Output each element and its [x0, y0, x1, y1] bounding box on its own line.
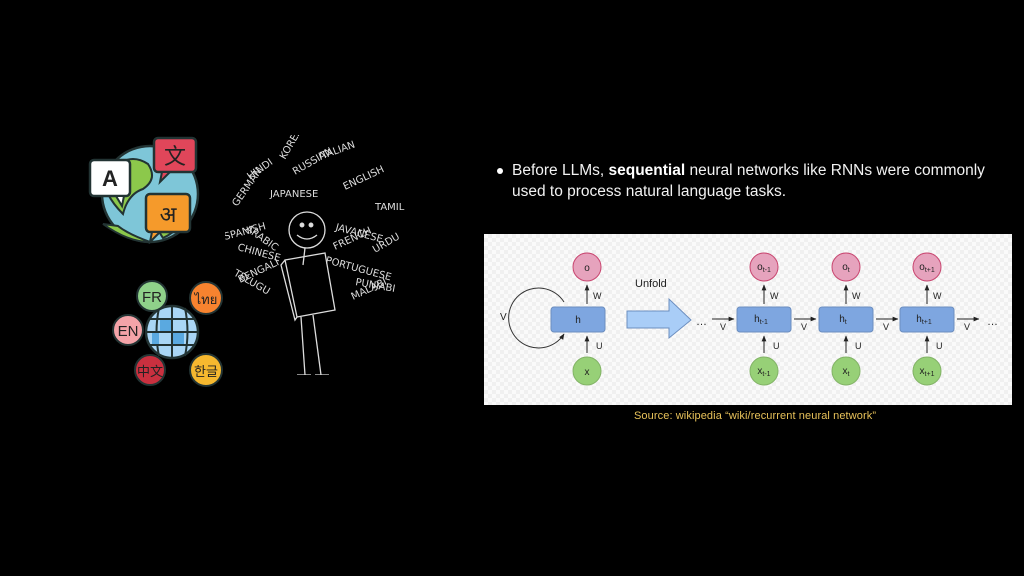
bubble-zh: 中文	[134, 354, 166, 386]
hidden-node	[818, 306, 874, 333]
unfold-label: Unfold	[635, 278, 667, 290]
bubble-en: EN	[112, 314, 144, 346]
output-node-label: ot+1	[919, 262, 935, 274]
book	[284, 252, 336, 318]
language-word: ENGLISH	[342, 164, 386, 193]
edge-label-v: V	[500, 312, 507, 323]
source-caption: Source: wikipedia “wiki/recurrent neural…	[634, 410, 877, 422]
hidden-node-h	[550, 306, 606, 333]
edge-label-w: W	[770, 291, 779, 301]
language-word: JAPANESE	[269, 189, 318, 200]
speech-bubble-hindi: अ	[144, 192, 192, 246]
bubble-fr: FR	[136, 280, 168, 312]
bullet-text: Before LLMs, sequential neural networks …	[512, 162, 985, 200]
language-word: TAMIL	[374, 202, 405, 213]
input-node	[749, 356, 779, 386]
emphasis-sequential: sequential	[608, 162, 686, 179]
ellipsis-left: …	[696, 316, 707, 328]
hidden-node-label: ht+1	[916, 314, 932, 326]
hidden-node-label: ht-1	[754, 314, 768, 326]
speech-bubble-a: A	[88, 158, 132, 209]
output-node-label: ot	[842, 262, 850, 274]
svg-text:h: h	[575, 315, 581, 326]
input-node-label: xt	[843, 366, 850, 378]
svg-text:x: x	[585, 367, 590, 378]
edge-label-u: U	[855, 341, 862, 351]
edge-label-w: W	[852, 291, 861, 301]
bullet-list: Before LLMs, sequential neural networks …	[497, 160, 1017, 202]
recurrent-loop-edge	[508, 287, 565, 349]
input-node	[912, 356, 942, 386]
svg-text:EN: EN	[118, 323, 139, 340]
bubble-th: ไทย	[189, 281, 223, 315]
output-node	[831, 252, 861, 282]
edge-label-w: W	[933, 291, 942, 301]
bubble-ko: 한글	[189, 353, 223, 387]
edge-label-v: V	[720, 322, 726, 332]
unfold-arrow: Unfold	[626, 278, 692, 340]
bullet-item: Before LLMs, sequential neural networks …	[497, 160, 1017, 202]
stick-figure	[280, 211, 336, 376]
svg-text:अ: अ	[160, 203, 178, 228]
ellipsis-right: …	[987, 316, 998, 328]
hidden-node	[899, 306, 955, 333]
output-node	[912, 252, 942, 282]
input-node	[831, 356, 861, 386]
wireframe-globe-icon	[144, 304, 200, 360]
hidden-node	[736, 306, 792, 333]
speech-bubble-wen: 文	[152, 136, 198, 186]
edge-label-v: V	[801, 322, 807, 332]
svg-text:A: A	[102, 166, 118, 191]
input-node-label: xt+1	[920, 366, 935, 378]
bullet-dot	[497, 168, 503, 174]
input-node-x	[572, 356, 602, 386]
globe-languages-icon: FR ไทย EN 中文 한글	[112, 278, 230, 390]
svg-text:ไทย: ไทย	[194, 292, 218, 308]
language-word: ITALIAN	[317, 139, 356, 162]
input-node-label: xt-1	[757, 366, 770, 378]
svg-text:中文: 中文	[137, 365, 163, 380]
output-node-o	[572, 252, 602, 282]
svg-text:한글: 한글	[194, 365, 218, 380]
edge-label-v: V	[883, 322, 889, 332]
language-word: KOREAN	[278, 135, 308, 162]
translate-icon: A 文 अ	[88, 134, 206, 246]
edge-label-v: V	[964, 322, 970, 332]
svg-text:W: W	[593, 291, 602, 301]
edge-label-u: U	[936, 341, 943, 351]
hidden-node-label: ht	[839, 314, 847, 326]
folded-rnn: V h o W x U	[500, 252, 606, 386]
unfold-arrow-icon	[626, 297, 692, 340]
svg-text:U: U	[596, 341, 603, 351]
svg-text:文: 文	[164, 145, 186, 170]
output-node	[749, 252, 779, 282]
edge-label-u: U	[773, 341, 780, 351]
svg-text:o: o	[584, 263, 590, 274]
output-node-label: ot-1	[757, 262, 771, 274]
svg-text:FR: FR	[142, 289, 162, 306]
